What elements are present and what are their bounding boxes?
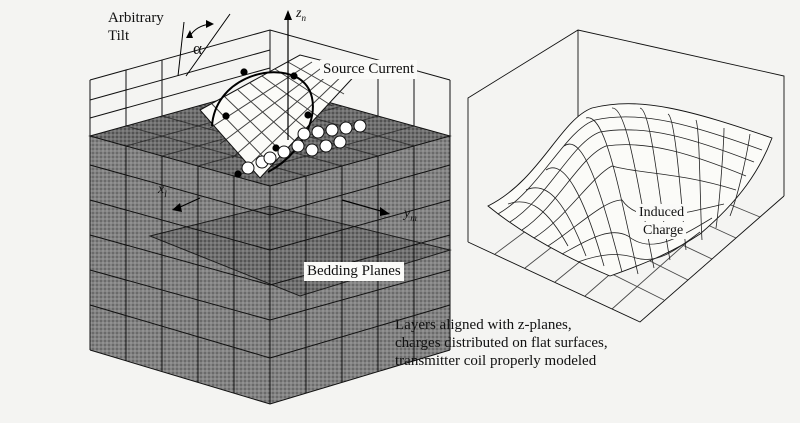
x-axis-label: xl: [158, 182, 167, 199]
charge-circle: [333, 135, 347, 149]
charge-circle: [325, 123, 339, 137]
layered-grid-cube: [88, 10, 452, 405]
z-axis-label: zn: [296, 6, 306, 23]
tilt-plane-line: [185, 13, 231, 77]
charge-circle: [277, 145, 291, 159]
charge-circle: [311, 125, 325, 139]
x-axis-line: [177, 197, 201, 209]
caption-line: charges distributed on flat surfaces,: [395, 335, 608, 351]
arbitrary-tilt-label-line1: Arbitrary: [108, 10, 164, 26]
arbitrary-tilt-label-line2: Tilt: [108, 28, 130, 44]
y-axis-line: [341, 199, 385, 213]
charge-circle: [339, 121, 353, 135]
current-node: [234, 170, 242, 178]
induced-charge-surface-plot: [467, 29, 785, 323]
current-node: [290, 72, 298, 80]
charge-circle: [241, 161, 255, 175]
surface-outline: [487, 103, 773, 277]
caption: Layers aligned with z-planes, charges di…: [395, 316, 608, 370]
tilt-reference-line: [177, 21, 185, 77]
surface-mesh: [497, 107, 763, 275]
source-current-nodes: [222, 68, 312, 178]
tilt-arrow-head-right: [206, 20, 214, 28]
charge-circle: [305, 143, 319, 157]
induced-charge-label-line2: Charge: [640, 222, 687, 239]
charge-circle: [291, 139, 305, 153]
bedding-planes-label: Bedding Planes: [304, 262, 404, 281]
z-axis-arrowhead: [284, 10, 292, 20]
y-axis-label: ym: [404, 206, 417, 223]
surface-charge-circles: [241, 119, 367, 175]
charge-circle: [319, 139, 333, 153]
charge-circle: [263, 151, 277, 165]
charge-circle: [297, 127, 311, 141]
tilt-arrow-head-left: [186, 30, 193, 38]
current-node: [272, 144, 280, 152]
alpha-angle-label: α: [193, 39, 202, 58]
source-current-label: Source Current: [320, 60, 418, 79]
current-node: [222, 112, 230, 120]
caption-line: transmitter coil properly modeled: [395, 353, 597, 369]
x-axis-arrowhead: [172, 203, 182, 212]
current-node: [240, 68, 248, 76]
y-axis-arrowhead: [380, 207, 390, 216]
current-node: [304, 111, 312, 119]
induced-charge-label-line1: Induced: [636, 204, 688, 221]
charge-circle: [353, 119, 367, 133]
caption-line: Layers aligned with z-planes,: [395, 317, 572, 333]
